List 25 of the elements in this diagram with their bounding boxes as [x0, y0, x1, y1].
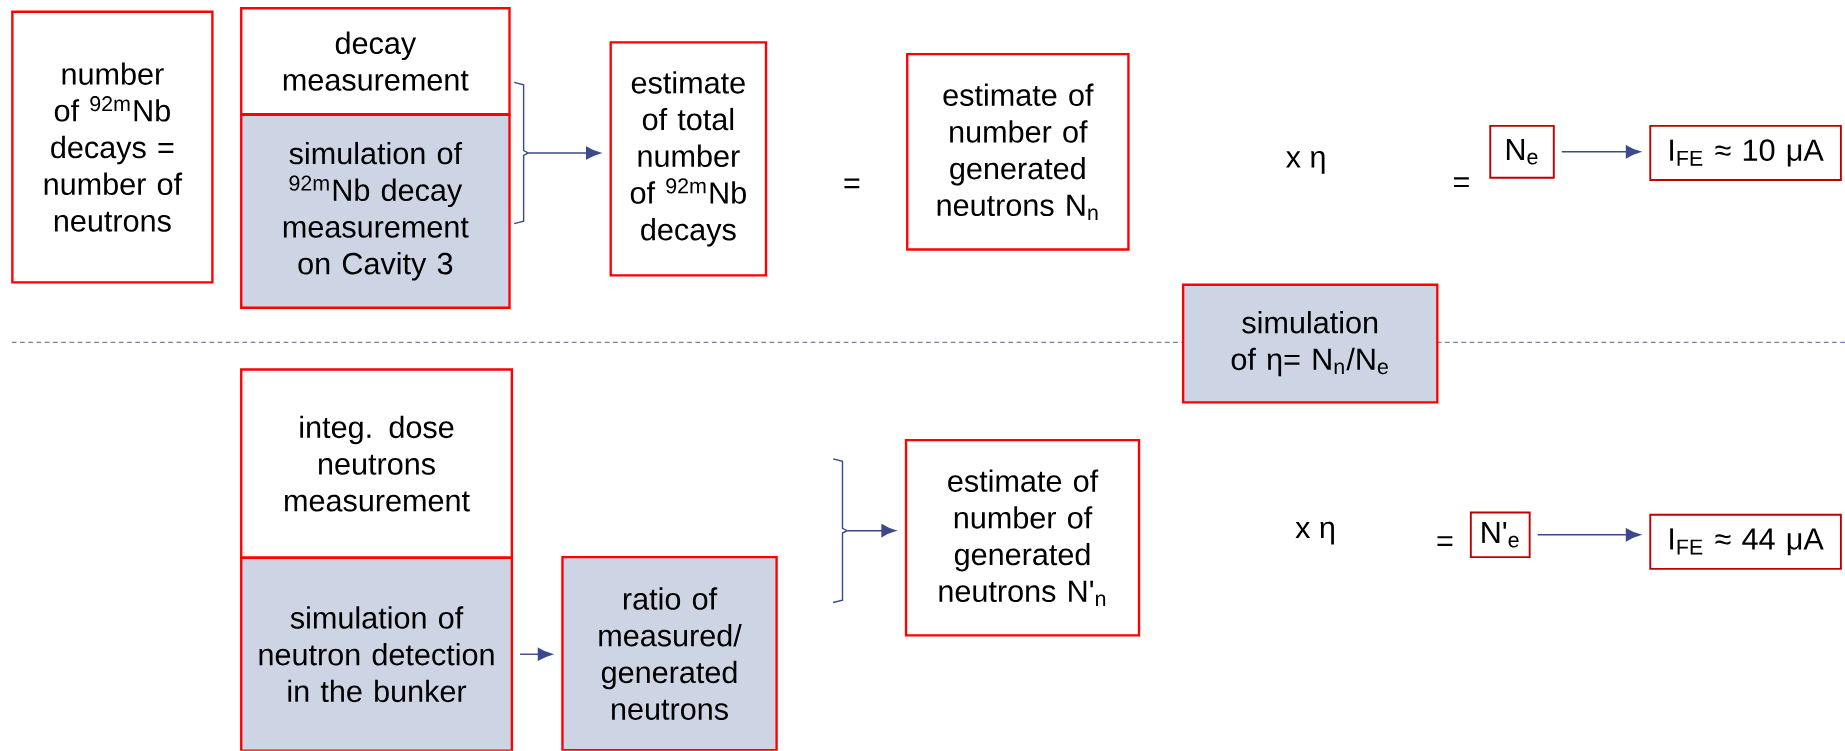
- shaded-box: simulation of neutron detection in the bunker: [240, 556, 514, 751]
- text-box: estimate of total number of $^{92m}$Nb decays: [609, 41, 768, 277]
- result-box: I$_{FE}$ ≈ 44 μA: [1649, 514, 1842, 570]
- arrow: [846, 524, 896, 538]
- result-box: N'$_{e}$: [1469, 511, 1531, 559]
- equation-text: =: [1453, 177, 1469, 188]
- shaded-box: simulation of η= N$_{n}$/N$_{e}$: [1181, 283, 1439, 404]
- shaded-box: ratio of measured/ generated neutrons: [561, 556, 778, 751]
- result-box: N$_{e}$: [1489, 125, 1555, 179]
- equation-text: =: [844, 178, 860, 189]
- text-box: estimate of number of generated neutrons N'$_{n}$: [904, 439, 1141, 637]
- arrow: [1536, 528, 1641, 542]
- equation-text: x η: [1295, 521, 1334, 545]
- brace: [832, 458, 849, 604]
- brace: [513, 81, 530, 225]
- arrow: [519, 647, 553, 661]
- equation-text: x η: [1286, 151, 1325, 174]
- result-box: I$_{FE}$ ≈ 10 μA: [1649, 125, 1842, 182]
- arrow: [1561, 145, 1641, 159]
- text-box: estimate of number of generated neutrons N$_{n}$: [906, 53, 1130, 251]
- text-box: decay measurement: [240, 7, 511, 116]
- arrow: [528, 146, 601, 160]
- shaded-box: simulation of $^{92m}$Nb decay measurement on Cavity 3: [240, 113, 511, 309]
- text-box: integ. dose neutrons measurement: [240, 368, 514, 560]
- text-box: number of $^{92m}$Nb decays = number of neutrons: [11, 10, 214, 284]
